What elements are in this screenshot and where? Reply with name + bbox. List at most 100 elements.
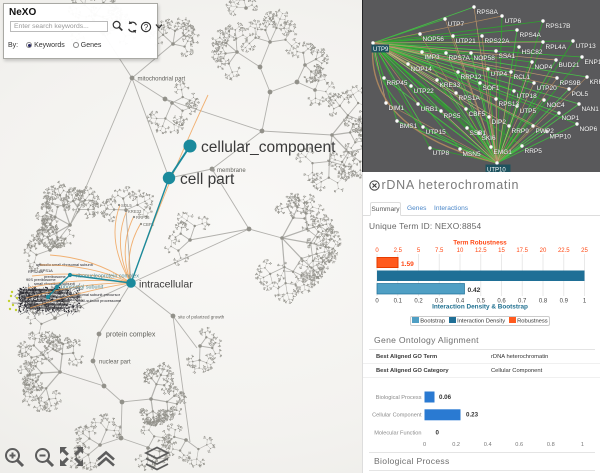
svg-text:0.23: 0.23 xyxy=(466,412,479,419)
svg-text:KRR1: KRR1 xyxy=(590,79,600,86)
svg-text:cytosolic ribosome: cytosolic ribosome xyxy=(24,293,56,298)
svg-text:20: 20 xyxy=(540,248,547,254)
svg-text:protein complex: protein complex xyxy=(106,332,156,339)
svg-text:UTP20: UTP20 xyxy=(537,85,558,92)
svg-text:90S preribosome: 90S preribosome xyxy=(26,277,56,282)
svg-text:RCL1: RCL1 xyxy=(514,74,531,81)
svg-text:UTP13: UTP13 xyxy=(576,43,597,50)
svg-text:NOP56: NOP56 xyxy=(423,36,445,43)
svg-text:nuclear part: nuclear part xyxy=(99,360,131,366)
svg-text:0.4: 0.4 xyxy=(456,299,465,305)
svg-text:NOP4: NOP4 xyxy=(535,64,553,71)
svg-text:0.4: 0.4 xyxy=(484,442,492,448)
svg-text:0.2: 0.2 xyxy=(452,442,460,448)
svg-text:RPS9B: RPS9B xyxy=(560,80,581,87)
svg-text:RPS7A: RPS7A xyxy=(449,55,471,62)
svg-text:0.3: 0.3 xyxy=(435,299,444,305)
svg-text:35S primary transcript: 35S primary transcript xyxy=(42,297,81,302)
svg-text:RPS17B: RPS17B xyxy=(546,23,571,30)
svg-text:5: 5 xyxy=(417,248,421,254)
svg-text:2.5: 2.5 xyxy=(394,248,403,254)
svg-text:RRP12: RRP12 xyxy=(461,74,482,81)
svg-text:KRE33: KRE33 xyxy=(440,82,461,89)
svg-text:12.5: 12.5 xyxy=(475,248,487,254)
svg-text:PWP2: PWP2 xyxy=(536,128,555,135)
svg-text:BMS1: BMS1 xyxy=(400,123,418,130)
svg-text:POL5: POL5 xyxy=(572,91,589,98)
svg-text:processome: processome xyxy=(48,305,69,310)
svg-text:RRP5: RRP5 xyxy=(525,148,543,155)
svg-text:SSA1: SSA1 xyxy=(499,53,516,60)
svg-text:intracellular: intracellular xyxy=(139,279,193,291)
svg-text:SOL5: SOL5 xyxy=(121,203,132,208)
svg-text:RPS1A: RPS1A xyxy=(40,268,53,273)
svg-text:0.1: 0.1 xyxy=(394,299,403,305)
svg-text:NOP14: NOP14 xyxy=(411,66,433,73)
svg-text:Term Robustness: Term Robustness xyxy=(453,240,507,247)
svg-text:MPP10: MPP10 xyxy=(550,134,572,141)
svg-text:1.59: 1.59 xyxy=(401,261,414,268)
svg-text:0.6: 0.6 xyxy=(515,442,523,448)
svg-text:UTP21: UTP21 xyxy=(456,38,477,45)
svg-text:CBF5: CBF5 xyxy=(143,222,154,227)
svg-text:17.5: 17.5 xyxy=(516,248,528,254)
svg-text:site of polarized growth: site of polarized growth xyxy=(178,315,225,320)
svg-text:ribosome assembly: ribosome assembly xyxy=(26,287,60,292)
svg-text:MSN5: MSN5 xyxy=(463,151,481,158)
svg-text:ENP1: ENP1 xyxy=(585,59,600,66)
svg-text:UTP22: UTP22 xyxy=(414,88,435,95)
svg-text:10: 10 xyxy=(457,248,464,254)
svg-text:0.06: 0.06 xyxy=(439,394,452,401)
svg-text:UTP5: UTP5 xyxy=(520,108,537,115)
svg-text:UTP15: UTP15 xyxy=(426,129,447,136)
svg-text:RPS4A: RPS4A xyxy=(520,32,542,39)
svg-text:RPS8A: RPS8A xyxy=(477,9,499,16)
svg-text:EMG1: EMG1 xyxy=(494,149,513,156)
svg-text:RPS1A: RPS1A xyxy=(459,95,481,102)
svg-text:15: 15 xyxy=(498,248,505,254)
svg-text:25: 25 xyxy=(581,248,588,254)
svg-text:Cellular Component: Cellular Component xyxy=(372,413,422,419)
svg-text:preribosome: preribosome xyxy=(44,274,66,279)
svg-text:0.9: 0.9 xyxy=(560,299,569,305)
svg-text:UTP4: UTP4 xyxy=(491,71,508,78)
svg-text:ribosomal subunit: ribosomal subunit xyxy=(61,285,104,291)
svg-text:cellular_component: cellular_component xyxy=(201,139,336,156)
svg-text:ribosomal small subunit: ribosomal small subunit xyxy=(28,301,70,306)
svg-text:UTP18: UTP18 xyxy=(517,93,538,100)
svg-text:RRP9: RRP9 xyxy=(512,128,530,135)
svg-text:RPS24A: RPS24A xyxy=(28,269,43,274)
svg-text:0.2: 0.2 xyxy=(414,299,423,305)
svg-text:0.8: 0.8 xyxy=(547,442,555,448)
svg-text:HSC82: HSC82 xyxy=(522,49,543,56)
svg-text:RPS30B: RPS30B xyxy=(48,290,63,295)
svg-text:0: 0 xyxy=(375,248,379,254)
svg-text:SOF1: SOF1 xyxy=(483,85,500,92)
svg-text:membrane: membrane xyxy=(217,168,246,174)
svg-text:1: 1 xyxy=(581,442,584,448)
svg-text:Molecular Function: Molecular Function xyxy=(374,431,421,437)
svg-text:RPS22A: RPS22A xyxy=(485,38,511,45)
svg-text:UTP10: UTP10 xyxy=(487,168,506,173)
svg-text:UTP6: UTP6 xyxy=(505,18,522,25)
svg-text:UTP9: UTP9 xyxy=(373,47,389,53)
svg-text:ribosomal subunit precursor: ribosomal subunit precursor xyxy=(72,292,121,297)
svg-text:ribonucleoprotein complex: ribonucleoprotein complex xyxy=(76,274,139,280)
svg-text:0.8: 0.8 xyxy=(539,299,548,305)
svg-text:cell part: cell part xyxy=(180,171,235,188)
svg-text:NOP58: NOP58 xyxy=(474,55,496,62)
svg-text:small-subunit processome: small-subunit processome xyxy=(76,298,121,303)
svg-text:UTP7: UTP7 xyxy=(448,21,465,28)
svg-text:DIP2: DIP2 xyxy=(492,119,507,126)
svg-text:UTP8: UTP8 xyxy=(433,150,450,157)
svg-text:SKI6: SKI6 xyxy=(482,135,496,142)
svg-text:mitochondrial part: mitochondrial part xyxy=(138,77,186,83)
svg-text:CBF5: CBF5 xyxy=(469,111,486,118)
svg-text:1: 1 xyxy=(583,299,587,305)
svg-text:Biological Process: Biological Process xyxy=(376,395,422,401)
svg-text:NAN1: NAN1 xyxy=(582,106,600,113)
svg-text:0.7: 0.7 xyxy=(518,299,527,305)
svg-text:BUD21: BUD21 xyxy=(559,62,580,69)
svg-text:DIM1: DIM1 xyxy=(389,105,405,112)
svg-text:0: 0 xyxy=(423,442,426,448)
